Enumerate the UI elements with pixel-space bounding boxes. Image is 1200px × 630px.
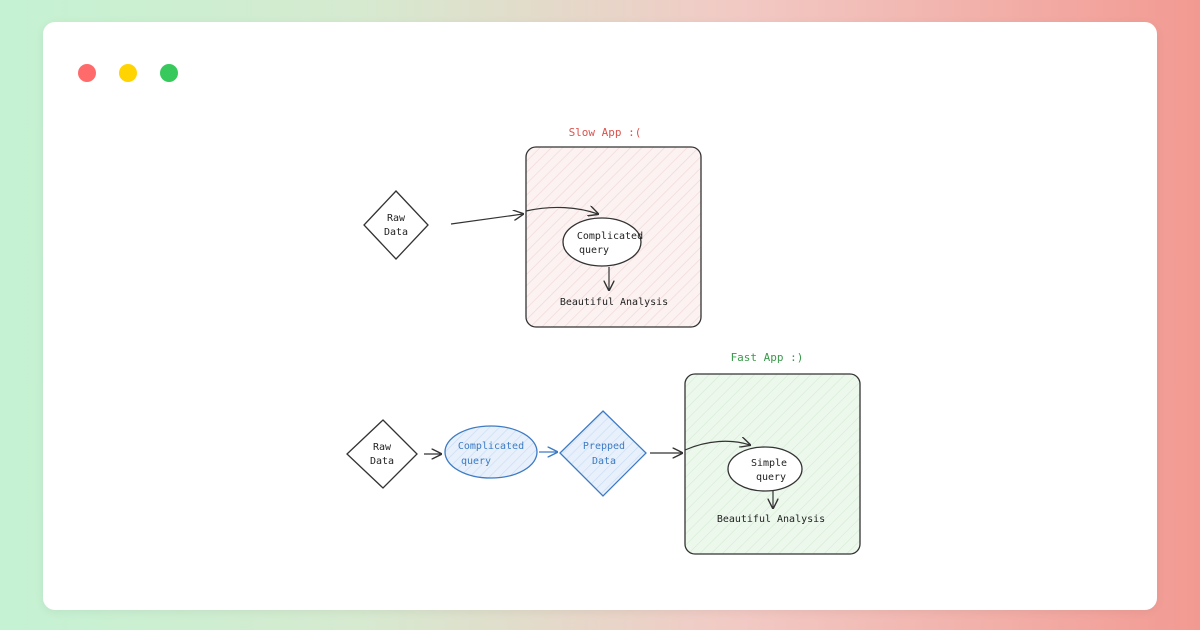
slow-raw-data-diamond	[363, 190, 429, 260]
fast-app-title: Fast App :)	[731, 351, 804, 364]
slow-result-label: Beautiful Analysis	[560, 297, 668, 308]
fast-query-ellipse	[727, 446, 803, 492]
fast-prep-query-label-2: query	[461, 456, 491, 467]
fast-prep-query-ellipse	[444, 425, 538, 479]
slow-raw-data-label-1: Raw	[387, 213, 406, 224]
fast-arrow-into-query	[684, 441, 750, 451]
fast-raw-data-label-1: Raw	[373, 442, 392, 453]
fast-raw-data-diamond	[346, 419, 418, 489]
slow-query-label-2: query	[579, 245, 609, 256]
fast-result-label: Beautiful Analysis	[717, 514, 825, 525]
flow-diagram: Slow App :( Raw Data Complicated query B…	[346, 126, 861, 555]
slow-arrow-raw-to-app	[450, 214, 523, 225]
fast-prepped-data-diamond	[559, 410, 647, 497]
app-window: Slow App :( Raw Data Complicated query B…	[43, 22, 1157, 610]
fast-prepped-data-label-2: Data	[592, 456, 616, 467]
slow-query-label-1: Complicated	[577, 231, 643, 242]
slow-app-title: Slow App :(	[569, 126, 642, 139]
fast-prepped-data-label-1: Prepped	[583, 441, 625, 452]
fast-query-label-1: Simple	[751, 458, 787, 469]
fast-query-label-2: query	[756, 472, 786, 483]
window-maximize-button[interactable]	[160, 64, 178, 82]
fast-prep-query-label-1: Complicated	[458, 441, 524, 452]
slow-raw-data-label-2: Data	[384, 227, 408, 238]
window-close-button[interactable]	[78, 64, 96, 82]
slow-query-ellipse	[562, 217, 642, 267]
fast-raw-data-label-2: Data	[370, 456, 394, 467]
window-minimize-button[interactable]	[119, 64, 137, 82]
slow-arrow-into-query	[525, 207, 598, 214]
